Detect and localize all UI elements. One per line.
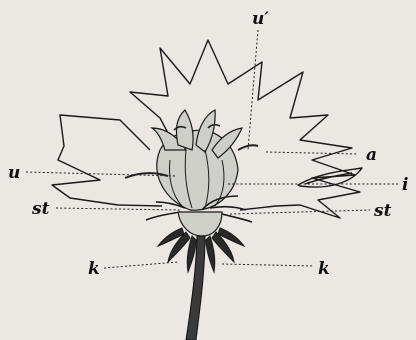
- label-a: a: [366, 145, 377, 165]
- label-st-left: st: [31, 199, 50, 219]
- leader-st-left: [56, 208, 180, 210]
- label-k-right: k: [318, 259, 330, 279]
- label-k-left: k: [88, 259, 100, 279]
- label-u: u: [8, 163, 20, 183]
- leader-k-right: [222, 264, 314, 266]
- label-i: i: [402, 175, 408, 195]
- label-st-right: st: [373, 201, 392, 221]
- leader-k-left: [104, 262, 178, 268]
- central-bud: [125, 110, 258, 210]
- leader-u-prime: [248, 30, 258, 150]
- label-u-prime: u′: [252, 9, 269, 29]
- leader-a: [266, 152, 358, 154]
- leader-st-right: [230, 210, 370, 214]
